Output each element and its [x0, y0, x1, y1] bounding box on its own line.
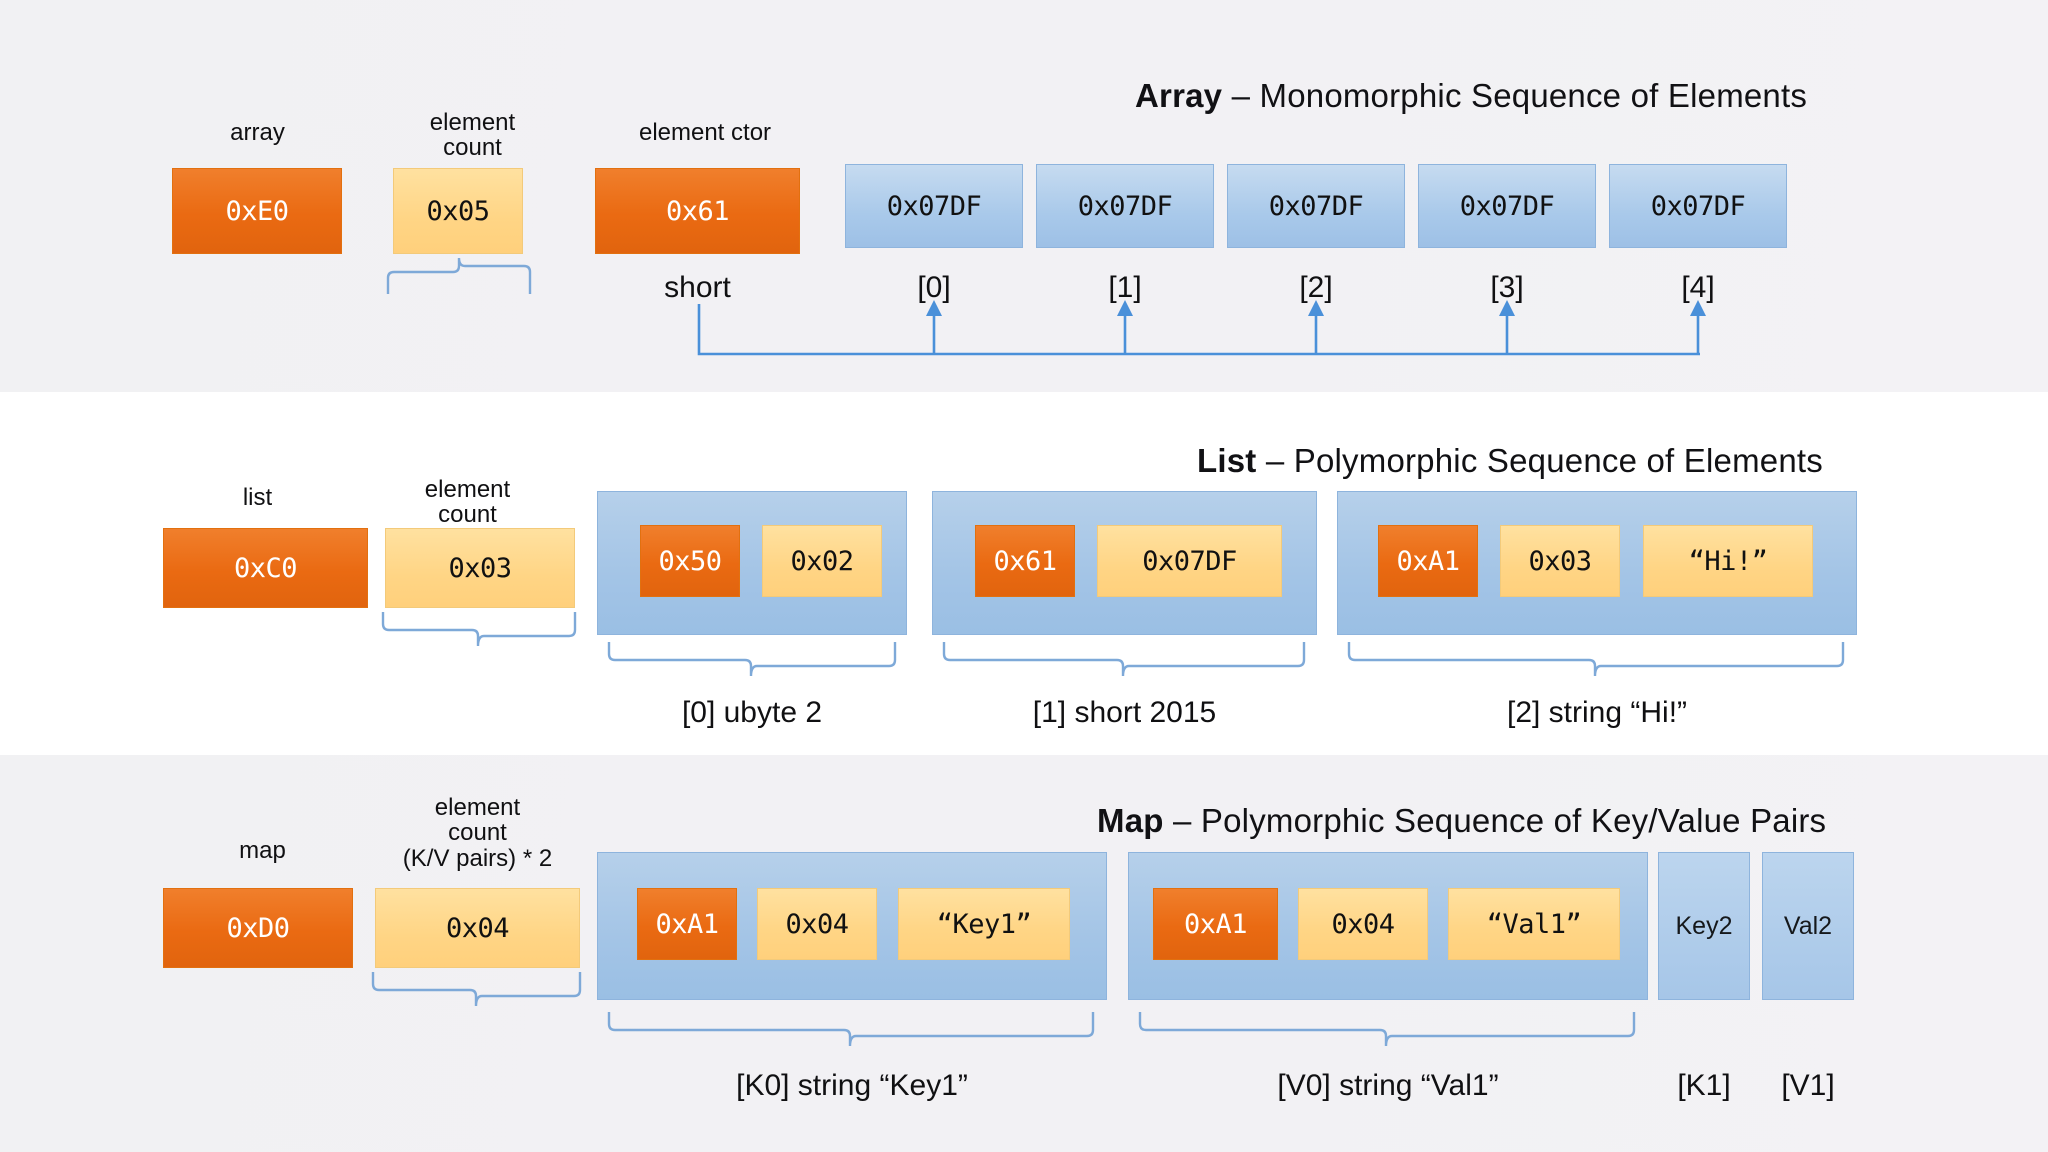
- map-element-count-label-line3: (K/V pairs) * 2: [402, 844, 553, 872]
- array-index-label-0: [0]: [917, 271, 951, 304]
- array-container-tag-cell[interactable]: 0xE0: [172, 168, 342, 254]
- list-element-2-brace: [1346, 640, 1848, 678]
- array-element-cell-4[interactable]: 0x07DF: [1609, 164, 1787, 248]
- list-element-1-part-0[interactable]: 0x61: [975, 525, 1075, 597]
- array-element-count-label-line1: element: [429, 109, 516, 136]
- map-element-k0-part-0[interactable]: 0xA1: [637, 888, 737, 960]
- array-section-title-rest: – Monomorphic Sequence of Elements: [1222, 77, 1808, 114]
- array-element-ctor-cell[interactable]: 0x61: [595, 168, 800, 254]
- list-container-tag-cell[interactable]: 0xC0: [163, 528, 368, 608]
- array-index-label-3: [3]: [1490, 271, 1524, 304]
- map-section-title-rest: – Polymorphic Sequence of Key/Value Pair…: [1163, 802, 1827, 839]
- array-element-count-brace: [385, 256, 535, 296]
- map-stub-key2-cell[interactable]: Key2: [1658, 852, 1750, 1000]
- list-element-0-part-0[interactable]: 0x50: [640, 525, 740, 597]
- map-element-v0-brace: [1137, 1010, 1639, 1048]
- map-section-title-bold: Map: [1097, 802, 1164, 839]
- map-container-tag-cell[interactable]: 0xD0: [163, 888, 353, 968]
- array-ctor-type-label: short: [664, 271, 731, 304]
- list-element-1-caption: [1] short 2015: [1032, 696, 1217, 729]
- array-element-count-cell[interactable]: 0x05: [393, 168, 523, 254]
- list-element-2-caption: [2] string “Hi!”: [1506, 696, 1688, 729]
- map-element-v0-part-2[interactable]: “Val1”: [1448, 888, 1620, 960]
- map-stub-val2-cell[interactable]: Val2: [1762, 852, 1854, 1000]
- map-element-count-cell[interactable]: 0x04: [375, 888, 580, 968]
- array-element-count-label: element count: [390, 110, 555, 161]
- array-container-label: array: [230, 119, 285, 146]
- list-element-count-label-line2: count: [438, 501, 497, 529]
- array-element-cell-2[interactable]: 0x07DF: [1227, 164, 1405, 248]
- list-element-0-brace: [606, 640, 900, 678]
- map-element-v0-part-1[interactable]: 0x04: [1298, 888, 1428, 960]
- list-element-0-part-1[interactable]: 0x02: [762, 525, 882, 597]
- array-index-label-1: [1]: [1108, 271, 1142, 304]
- list-container-label: list: [242, 484, 273, 511]
- array-section-title: Array – Monomorphic Sequence of Elements: [1135, 77, 1807, 115]
- list-element-0-caption: [0] ubyte 2: [681, 696, 823, 729]
- map-section-title: Map – Polymorphic Sequence of Key/Value …: [1097, 802, 1826, 840]
- map-element-count-label: element count (K/V pairs) * 2: [370, 795, 585, 871]
- array-element-cell-0[interactable]: 0x07DF: [845, 164, 1023, 248]
- map-container-label: map: [239, 837, 286, 864]
- list-element-count-brace: [380, 610, 580, 648]
- map-element-count-label-line1: element: [434, 794, 521, 821]
- list-element-count-cell[interactable]: 0x03: [385, 528, 575, 608]
- list-section-title-bold: List: [1197, 442, 1257, 479]
- list-element-2-part-1[interactable]: 0x03: [1500, 525, 1620, 597]
- map-stub-k1-caption: [K1]: [1677, 1069, 1731, 1102]
- list-section-title: List – Polymorphic Sequence of Elements: [1197, 442, 1823, 480]
- list-element-1-brace: [941, 640, 1309, 678]
- array-index-label-2: [2]: [1299, 271, 1333, 304]
- array-element-cell-3[interactable]: 0x07DF: [1418, 164, 1596, 248]
- map-element-count-brace: [370, 970, 585, 1008]
- map-element-v0-part-0[interactable]: 0xA1: [1153, 888, 1278, 960]
- list-section-title-rest: – Polymorphic Sequence of Elements: [1256, 442, 1823, 479]
- map-element-k0-part-1[interactable]: 0x04: [757, 888, 877, 960]
- array-element-cell-1[interactable]: 0x07DF: [1036, 164, 1214, 248]
- map-stub-v1-caption: [V1]: [1781, 1069, 1835, 1102]
- map-element-k0-brace: [606, 1010, 1098, 1048]
- map-element-k0-caption: [K0] string “Key1”: [736, 1069, 968, 1102]
- map-element-k0-part-2[interactable]: “Key1”: [898, 888, 1070, 960]
- list-element-count-label-line1: element: [424, 476, 511, 503]
- list-element-2-part-0[interactable]: 0xA1: [1378, 525, 1478, 597]
- array-element-ctor-label: element ctor: [638, 119, 772, 146]
- map-element-v0-caption: [V0] string “Val1”: [1277, 1069, 1499, 1102]
- array-element-count-label-line2: count: [443, 134, 502, 162]
- list-element-1-part-1[interactable]: 0x07DF: [1097, 525, 1282, 597]
- list-element-count-label: element count: [385, 477, 550, 528]
- map-element-count-label-line2: count: [448, 819, 507, 847]
- list-element-2-part-2[interactable]: “Hi!”: [1643, 525, 1813, 597]
- array-section-title-bold: Array: [1135, 77, 1223, 114]
- array-ctor-arrows: [690, 298, 1710, 360]
- array-index-label-4: [4]: [1681, 271, 1715, 304]
